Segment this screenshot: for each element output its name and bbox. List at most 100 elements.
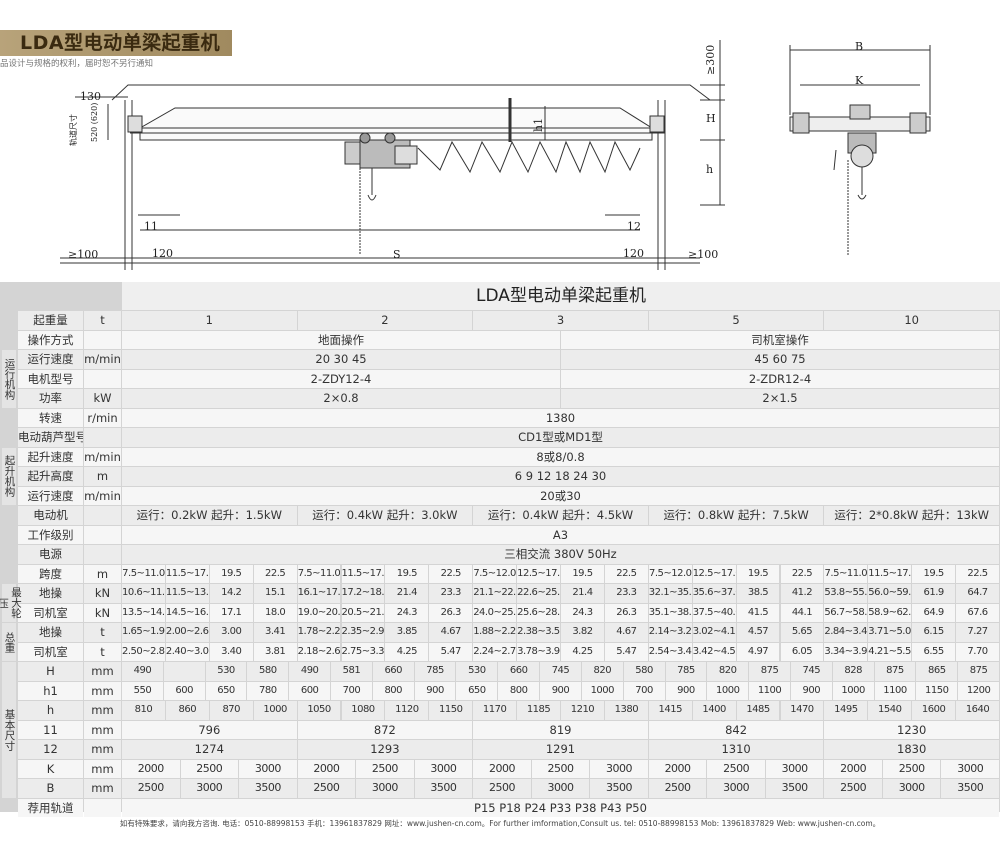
table-cell: 2.18~2.65 xyxy=(297,642,341,661)
table-cell: 1415 xyxy=(648,701,692,720)
table-cell: 650 xyxy=(456,681,498,700)
table-cell: 780 xyxy=(247,681,289,700)
table-cell: 7.5~11.0 xyxy=(122,564,165,583)
table-cell: 6 9 12 18 24 30 xyxy=(122,467,999,486)
table-cell: 58.9~62.2 xyxy=(868,603,912,622)
table-cell: 3500 xyxy=(941,779,999,798)
row-label: 司机室 xyxy=(18,603,83,622)
table-cell: 1100 xyxy=(749,681,790,700)
row-unit: mm xyxy=(84,681,121,700)
table-cell: 900 xyxy=(540,681,581,700)
table-cell: 13.5~14.3 xyxy=(122,603,165,622)
row-label: 荐用轨道 xyxy=(18,798,83,817)
table-cell: 1120 xyxy=(385,701,429,720)
table-cell: 4.97 xyxy=(736,642,780,661)
table-cell: 26.3 xyxy=(429,603,473,622)
table-cell: 22.5 xyxy=(604,564,648,583)
table-cell: 2.50~2.87 xyxy=(122,642,165,661)
table-cell: 660 xyxy=(372,662,414,681)
table-cell: 24.3 xyxy=(561,603,604,622)
dim-B: B xyxy=(855,40,864,53)
table-cell: 11.5~17.0 xyxy=(341,564,385,583)
table-cell: 64.7 xyxy=(956,584,999,603)
table-cell: 4.25 xyxy=(561,642,604,661)
table-cell: 2.00~2.67 xyxy=(165,623,209,642)
table-cell: 5.65 xyxy=(780,623,824,642)
table-cell: 900 xyxy=(414,681,456,700)
row-unit: mm xyxy=(84,662,121,681)
dim-130: 130 xyxy=(80,90,101,103)
table-cell: 2.24~2.72 xyxy=(473,642,517,661)
table-cell: 53.8~55.4 xyxy=(824,584,868,603)
table-cell: 3000 xyxy=(356,779,414,798)
row-unit: mm xyxy=(84,759,121,778)
dim-l1: 11 xyxy=(144,220,158,233)
table-cell: 38.5 xyxy=(736,584,780,603)
table-cell: 800 xyxy=(372,681,414,700)
table-cell: 22.5 xyxy=(429,564,473,583)
table-cell: 1230 xyxy=(824,720,999,739)
row-label: 起升速度 xyxy=(18,447,83,466)
table-cell xyxy=(163,662,205,681)
table-cell: 12.5~17.0 xyxy=(517,564,560,583)
table-cell: 1485 xyxy=(736,701,780,720)
table-cell: 820 xyxy=(707,662,749,681)
table-cell: 1495 xyxy=(824,701,868,720)
table-cell: 45 60 75 xyxy=(561,350,999,369)
table-cell: 581 xyxy=(331,662,372,681)
table-cell: 2500 xyxy=(297,779,356,798)
row-label: 电机型号 xyxy=(18,369,83,388)
row-unit: mm xyxy=(84,779,121,798)
side-group-label: 总重 xyxy=(2,623,16,661)
row-label: K xyxy=(18,759,83,778)
table-cell: 1274 xyxy=(122,740,297,759)
table-cell: 700 xyxy=(623,681,665,700)
table-cell: 6.15 xyxy=(912,623,956,642)
table-cell: 25.6~28.1 xyxy=(517,603,560,622)
table-cell: 2000 xyxy=(824,759,882,778)
row-label: 电源 xyxy=(18,545,83,564)
row-unit: m/min xyxy=(84,350,121,369)
table-cell: 三相交流 380V 50Hz xyxy=(122,545,999,564)
table-cell: 3000 xyxy=(180,779,239,798)
row-label: 操作方式 xyxy=(18,330,83,349)
table-cell: 820 xyxy=(581,662,623,681)
table-cell: 24.0~25.3 xyxy=(473,603,517,622)
row-label: 跨度 xyxy=(18,564,83,583)
table-cell: 运行：0.8kW 起升：7.5kW xyxy=(648,506,824,525)
row-unit: mm xyxy=(84,720,121,739)
table-cell: 1310 xyxy=(648,740,824,759)
table-cell: 运行：0.4kW 起升：4.5kW xyxy=(473,506,648,525)
table-cell: 600 xyxy=(163,681,205,700)
table-cell: 1640 xyxy=(956,701,999,720)
table-cell: 3.78~3.93 xyxy=(517,642,560,661)
table-cell: 1470 xyxy=(780,701,824,720)
table-cell: 2.35~2.91 xyxy=(341,623,385,642)
table-cell: P15 P18 P24 P33 P38 P43 P50 xyxy=(122,798,999,817)
table-cell: 3 xyxy=(473,311,648,330)
table-cell: 1380 xyxy=(604,701,648,720)
table-cell: 1210 xyxy=(561,701,604,720)
table-cell: 3.41 xyxy=(253,623,297,642)
row-label: B xyxy=(18,779,83,798)
table-cell: 1380 xyxy=(122,408,999,427)
table-cell: 22.5 xyxy=(253,564,297,583)
table-cell: 785 xyxy=(414,662,456,681)
table-cell: 5 xyxy=(648,311,824,330)
crane-drawing xyxy=(60,40,931,270)
table-cell: 22.6~25.2 xyxy=(517,584,560,603)
table-cell: 3000 xyxy=(531,779,590,798)
table-cell: 3.71~5.09 xyxy=(868,623,912,642)
table-cell: 2500 xyxy=(707,759,765,778)
table-cell: 7.5~11.0 xyxy=(824,564,868,583)
table-cell: 23.3 xyxy=(429,584,473,603)
side-group-label: 基本尺寸 xyxy=(2,662,16,798)
table-cell: 3500 xyxy=(590,779,648,798)
table-cell: 842 xyxy=(648,720,824,739)
table-cell: 67.6 xyxy=(956,603,999,622)
table-cell: 1150 xyxy=(916,681,958,700)
table-cell: 35.6~37.0 xyxy=(692,584,736,603)
table-cell: 3.82 xyxy=(561,623,604,642)
table-cell: 19.5 xyxy=(912,564,956,583)
table-cell: 490 xyxy=(122,662,163,681)
